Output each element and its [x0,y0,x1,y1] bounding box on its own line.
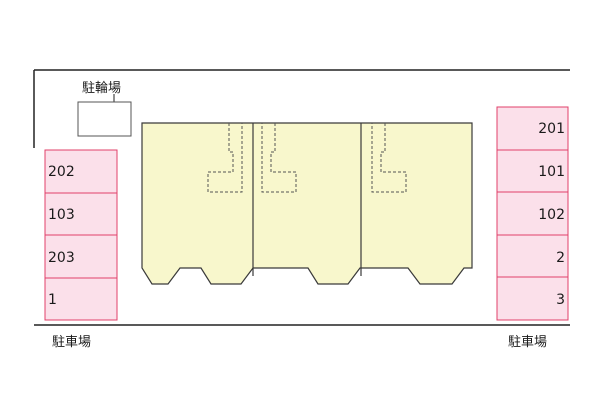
parking-right-label: 駐車場 [508,335,547,350]
parking-space-box [496,191,569,236]
parking-space: 1 [44,277,118,321]
parking-space: 203 [44,234,118,279]
parking-space-label: 2 [556,250,565,266]
parking-space: 103 [44,192,118,236]
stair-outline-unit-2 [261,123,297,193]
parking-space-box [496,106,569,151]
parking-space-label: 101 [538,164,565,180]
property-boundary [33,69,570,326]
parking-space: 101 [496,149,569,193]
parking-space-box [496,276,569,321]
bike-parking-label: 駐輪場 [82,80,121,96]
parking-space: 2 [496,234,569,278]
building-outline [141,122,473,285]
parking-space: 201 [496,106,569,151]
parking-space-box [44,149,118,194]
parking-left: 202 103 203 1 駐車場 [44,149,118,350]
parking-space-label: 102 [538,207,565,223]
parking-space-label: 103 [48,207,75,223]
parking-space: 3 [496,276,569,321]
parking-space-label: 1 [48,292,57,308]
parking-space-label: 202 [48,164,75,180]
stair-outline-unit-1 [207,123,243,193]
parking-space: 102 [496,191,569,236]
parking-space-label: 201 [538,121,565,137]
bike-parking-area [77,101,132,137]
stair-outline-unit-3 [371,123,407,193]
parking-space: 202 [44,149,118,194]
parking-right: 201 101 102 2 3 駐車場 [496,106,569,350]
bike-parking: 駐輪場 [77,80,132,137]
parking-space-box [496,149,569,193]
parking-space-box [44,277,118,321]
parking-space-box [496,234,569,278]
apartment-building [141,122,473,285]
parking-space-label: 203 [48,250,75,266]
parking-space-label: 3 [556,292,565,308]
parking-left-label: 駐車場 [52,335,91,350]
parking-space-box [44,234,118,279]
